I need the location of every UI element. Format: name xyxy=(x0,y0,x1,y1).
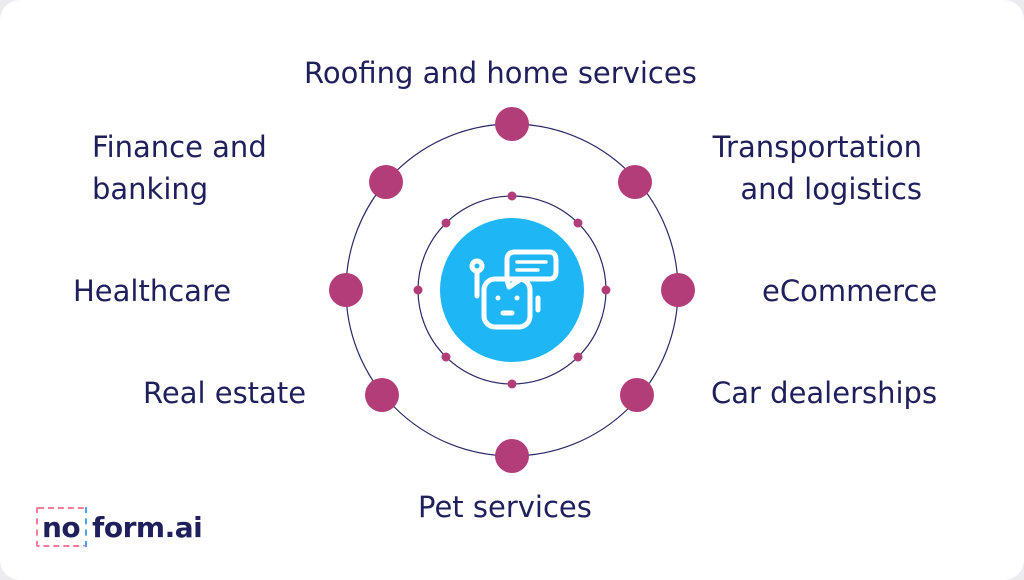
node-car xyxy=(620,378,654,412)
label-healthcare: Healthcare xyxy=(73,270,231,312)
label-finance-line2: banking xyxy=(92,172,209,206)
logo-form-part: form.ai xyxy=(92,510,203,544)
label-pet-services: Pet services xyxy=(418,486,592,528)
label-ecommerce: eCommerce xyxy=(762,270,937,312)
inner-dot xyxy=(507,379,517,389)
node-ecommerce xyxy=(661,273,695,307)
label-transport: Transportation and logistics xyxy=(696,126,922,210)
label-finance: Finance and banking xyxy=(92,126,267,210)
node-transport xyxy=(618,165,652,199)
inner-dot xyxy=(441,352,451,362)
inner-dot xyxy=(601,285,611,295)
noform-logo: no form.ai xyxy=(36,506,203,548)
label-real-estate-text: Real estate xyxy=(143,376,307,410)
node-healthcare xyxy=(329,273,363,307)
node-roofing xyxy=(495,107,529,141)
label-pet-text: Pet services xyxy=(418,490,592,524)
label-healthcare-text: Healthcare xyxy=(73,274,232,308)
chatbot-robot-icon xyxy=(469,249,559,330)
label-transport-line1: Transportation xyxy=(712,130,922,164)
label-roofing: Roofing and home services xyxy=(304,52,697,94)
logo-no-part: no xyxy=(36,507,88,547)
inner-dot xyxy=(573,218,583,228)
label-finance-line1: Finance and xyxy=(92,130,267,164)
label-transport-line2: and logistics xyxy=(740,172,922,206)
node-finance xyxy=(369,165,403,199)
node-pet xyxy=(495,439,529,473)
label-real-estate: Real estate xyxy=(143,372,306,414)
inner-dot xyxy=(507,191,517,201)
inner-dot xyxy=(441,218,451,228)
inner-dot xyxy=(413,285,423,295)
label-ecommerce-text: eCommerce xyxy=(762,274,938,308)
inner-dot xyxy=(573,352,583,362)
label-car-text: Car dealerships xyxy=(711,376,938,410)
label-roofing-text: Roofing and home services xyxy=(304,56,697,90)
node-real-estate xyxy=(365,378,399,412)
label-car-dealerships: Car dealerships xyxy=(711,372,937,414)
center-circle xyxy=(440,218,584,362)
